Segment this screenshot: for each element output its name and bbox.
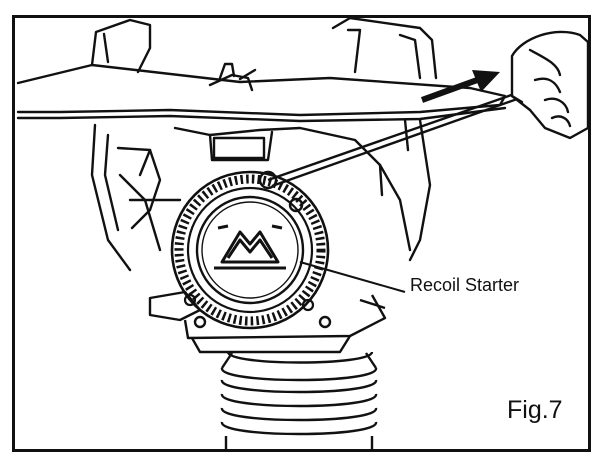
callout-label: Recoil Starter <box>410 275 520 295</box>
machine-frame <box>16 16 507 272</box>
starter-inner-rim <box>186 186 314 314</box>
hand-icon <box>510 30 590 140</box>
bellows <box>220 351 378 450</box>
starter-bolt <box>301 298 315 312</box>
starter-outer-rim <box>170 170 330 330</box>
starter-bolt <box>288 197 304 213</box>
pull-rod <box>267 90 521 188</box>
logo-icon <box>214 224 286 270</box>
starter-bolt <box>183 293 197 307</box>
figure-number: Fig.7 <box>507 396 563 424</box>
starter-bolt <box>258 170 278 190</box>
starter-cover-ring <box>201 201 299 299</box>
starter-fins <box>174 174 326 326</box>
lower-housing <box>148 290 387 354</box>
callout-leader-line <box>299 261 406 293</box>
arrow-icon <box>420 70 500 103</box>
figure-frame <box>12 15 591 452</box>
